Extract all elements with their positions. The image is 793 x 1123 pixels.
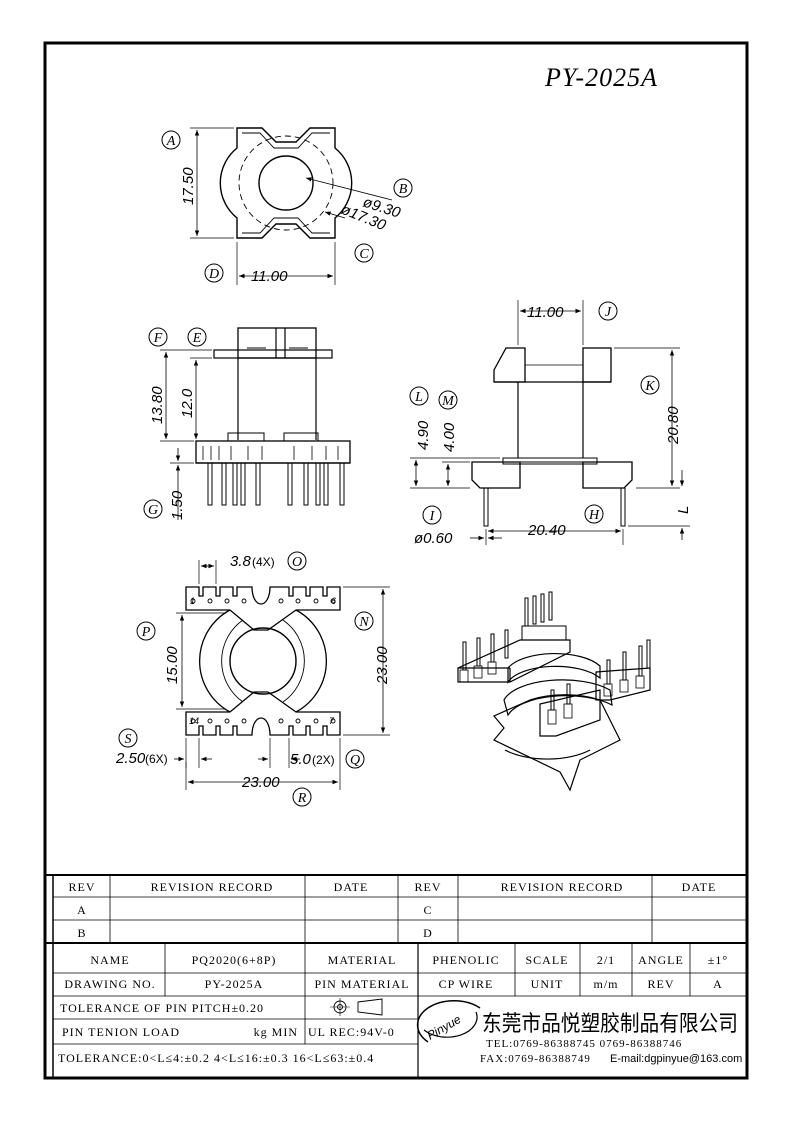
name-label: NAME	[90, 953, 129, 967]
title-block	[53, 943, 747, 1078]
front-view-labels: 11.00 J K 20.80 L L M 4.90 4.00 I ø0.60 …	[409, 301, 692, 547]
company-fax: FAX:0769-86388749	[480, 1053, 591, 1065]
unit-value: m/m	[593, 977, 618, 991]
label-i: I	[429, 509, 436, 524]
date-header-right: DATE	[682, 880, 717, 894]
pin-number-6: 6	[331, 596, 336, 606]
drawing-no-value: PY-2025A	[205, 977, 264, 991]
rev-b: B	[77, 926, 86, 940]
title-block-text: NAME PQ2020(6+8P) MATERIAL PHENOLIC SCAL…	[58, 953, 742, 1065]
pin-tension-load: PIN TENION LOAD	[62, 1025, 180, 1039]
label-l-right: L	[675, 506, 692, 514]
revision-record-header-left: REVISION RECORD	[151, 880, 274, 894]
material-value: PHENOLIC	[432, 953, 499, 967]
scale-value: 2/1	[597, 953, 615, 967]
material-label: MATERIAL	[328, 953, 397, 967]
dim-o-count: (4X)	[252, 555, 275, 569]
label-k: K	[644, 379, 655, 394]
drawing-no-label: DRAWING NO.	[64, 977, 155, 991]
dim-i: ø0.60	[414, 530, 453, 547]
revision-record-header-right: REVISION RECORD	[501, 880, 624, 894]
label-s: S	[125, 732, 132, 747]
company-name: 东莞市品悦塑胶制品有限公司	[482, 1012, 738, 1037]
dim-k: 20.80	[665, 406, 682, 445]
label-p: P	[141, 625, 151, 640]
pin-material-label: PIN MATERIAL	[315, 977, 410, 991]
label-l: L	[414, 390, 423, 405]
dim-h: 20.40	[527, 522, 566, 539]
tolerance-pin-pitch: TOLERANCE OF PIN PITCH±0.20	[60, 1001, 264, 1015]
dim-d: 11.00	[251, 268, 288, 285]
label-f: F	[153, 331, 163, 346]
dim-s-count: (6X)	[145, 752, 168, 766]
dim-e: 12.0	[179, 388, 196, 418]
side-view	[160, 327, 351, 520]
dim-o: 3.8	[230, 553, 252, 570]
rev-header-left: REV	[69, 880, 96, 894]
pin-number-7: 7	[329, 716, 335, 726]
dim-q-count: (2X)	[312, 753, 335, 767]
date-header-left: DATE	[334, 880, 369, 894]
dim-l: 4.90	[415, 420, 432, 450]
label-m: M	[441, 394, 455, 409]
revision-table-text: REV REVISION RECORD DATE REV REVISION RE…	[69, 880, 717, 940]
label-d: D	[208, 267, 219, 282]
dim-g: 1.50	[169, 490, 186, 520]
top-view-labels: A 17.50 B ø9.30 ø17.30 C D 11.00	[161, 130, 413, 285]
angle-label: ANGLE	[638, 953, 684, 967]
top-view	[190, 127, 393, 285]
dim-m: 4.00	[441, 422, 458, 452]
rev-c: C	[423, 903, 432, 917]
dim-f: 13.80	[149, 386, 166, 424]
revision-table	[45, 874, 747, 1078]
ul-rec: UL REC:94V-0	[308, 1025, 395, 1039]
pin-tension-unit: kg MIN	[254, 1025, 298, 1039]
label-c: C	[359, 247, 369, 262]
side-view-labels: F E 13.80 12.0 G 1.50	[143, 327, 207, 520]
label-r: R	[297, 791, 307, 806]
rev-label: REV	[648, 977, 675, 991]
rev-value: A	[713, 977, 723, 991]
unit-label: UNIT	[531, 977, 564, 991]
company-logo-text: Pinyue	[425, 1012, 464, 1043]
company-tel: TEL:0769-86388745 0769-86388746	[486, 1038, 682, 1050]
pin-number-1: 1	[190, 596, 195, 606]
bottom-view	[174, 560, 390, 790]
dim-a: 17.50	[180, 167, 197, 205]
scale-label: SCALE	[525, 953, 568, 967]
pin-material-value: CP WIRE	[439, 977, 494, 991]
label-b: B	[399, 182, 408, 197]
label-g: G	[148, 503, 158, 518]
label-a: A	[166, 134, 176, 149]
rev-header-right: REV	[415, 880, 442, 894]
label-h: H	[588, 508, 600, 523]
pin-number-14: 14	[189, 716, 199, 726]
label-o: O	[292, 555, 302, 570]
dim-r: 23.00	[241, 774, 280, 791]
rev-d: D	[423, 926, 433, 940]
tolerance-general: TOLERANCE:0<L≤4:±0.2 4<L≤16:±0.3 16<L≤63…	[58, 1051, 374, 1065]
rev-a: A	[77, 903, 87, 917]
dim-s: 2.50	[115, 750, 146, 767]
isometric-view	[457, 591, 651, 792]
label-n: N	[358, 615, 369, 630]
label-j: J	[605, 305, 612, 320]
sheet-frame	[43, 41, 749, 1080]
dim-j: 11.00	[527, 304, 564, 321]
bottom-view-labels: 3.8 (4X) O 1 6 14 7 P 15.00 N 23.00 S 2.…	[115, 551, 391, 807]
label-e: E	[192, 331, 202, 346]
dim-q: 5.0	[290, 751, 312, 768]
dim-n: 23.00	[374, 646, 391, 685]
company-email: E-mail:dgpinyue@163.com	[610, 1053, 742, 1065]
name-value: PQ2020(6+8P)	[192, 953, 277, 967]
dim-p: 15.00	[164, 646, 181, 684]
angle-value: ±1°	[708, 953, 728, 967]
drawing-title: PY-2025A	[544, 63, 658, 92]
label-q: Q	[350, 753, 360, 768]
front-view	[410, 300, 690, 545]
